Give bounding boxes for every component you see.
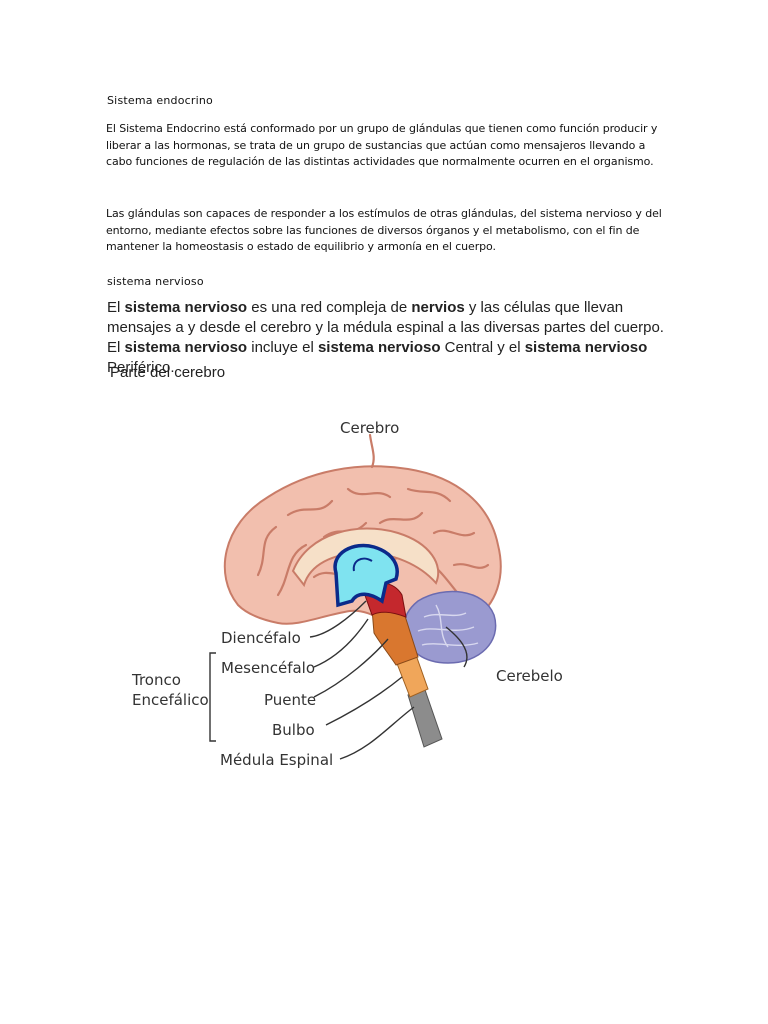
label-cerebro: Cerebro — [340, 419, 399, 437]
heading-sistema-endocrino: Sistema endocrino — [107, 94, 213, 107]
label-puente: Puente — [264, 691, 316, 709]
label-tronco-1: Tronco — [131, 671, 181, 689]
label-cerebelo: Cerebelo — [496, 667, 563, 685]
paragraph-nervioso: El sistema nervioso es una red compleja … — [107, 299, 664, 376]
label-bulbo: Bulbo — [272, 721, 315, 739]
figure-caption: Parte del cerebro — [110, 364, 226, 381]
diencephalon-shape — [333, 543, 399, 608]
label-diencefalo: Diencéfalo — [221, 629, 301, 647]
label-medula-espinal: Médula Espinal — [220, 751, 333, 769]
brain-diagram: Cerebro Diencéfalo Tronco Encefálico Mes… — [118, 405, 578, 777]
cerebellum-shape — [402, 590, 497, 664]
diencephalon-lobe — [352, 557, 373, 572]
heading-sistema-nervioso: sistema nervioso — [107, 275, 204, 288]
label-tronco-2: Encefálico — [132, 691, 209, 709]
paragraph-endocrino-1: El Sistema Endocrino está conformado por… — [106, 122, 658, 168]
leader-lines — [209, 600, 468, 760]
paragraph-endocrino-2: Las glándulas son capaces de responder a… — [106, 207, 662, 253]
brain-diagram-svg: Cerebro Diencéfalo Tronco Encefálico Mes… — [131, 419, 563, 769]
label-mesencefalo: Mesencéfalo — [221, 659, 315, 677]
